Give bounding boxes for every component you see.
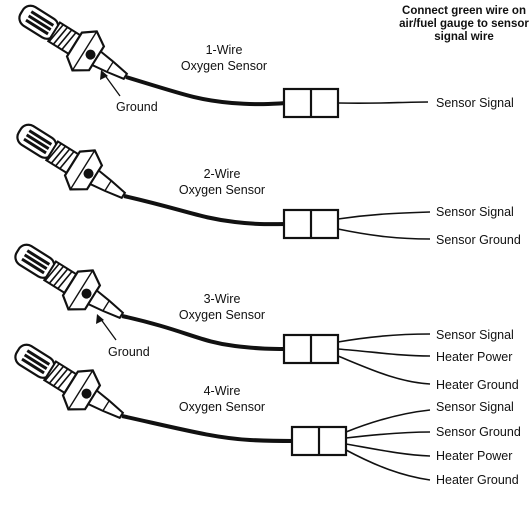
wire-connector-3 xyxy=(282,333,340,365)
wire-connector-1 xyxy=(282,87,340,119)
ground-label-1: Ground xyxy=(116,100,158,114)
sensor-group-3-wire: Sensor Signal Heater Power Heater Ground… xyxy=(4,229,519,392)
wire-4-1 xyxy=(345,409,431,433)
wire-connector-2 xyxy=(282,208,340,240)
wire-label-4-2: Sensor Ground xyxy=(436,425,521,439)
wire-label-4-4: Heater Ground xyxy=(436,473,519,487)
wire-connector-4 xyxy=(290,425,348,457)
sensor-title-3a: 3-Wire xyxy=(204,292,241,306)
sensor-group-4-wire: Sensor Signal Sensor Ground Heater Power… xyxy=(4,329,521,487)
note-line-2: air/fuel gauge to sensor xyxy=(399,18,529,30)
wire-label-2-2: Sensor Ground xyxy=(436,233,521,247)
wire-4-2 xyxy=(345,431,431,439)
wire-label-3-2: Heater Power xyxy=(436,350,512,364)
sensor-group-2-wire: Sensor Signal Sensor Ground 2-Wire Oxyge… xyxy=(6,109,521,247)
sensor-cable-2 xyxy=(123,194,287,227)
ground-arrow-3 xyxy=(99,317,117,341)
ground-arrowhead-1 xyxy=(100,70,108,80)
oxygen-sensor-1 xyxy=(8,0,140,98)
ground-arrow-1 xyxy=(103,73,121,97)
wire-2-2 xyxy=(337,228,431,240)
wire-3-2 xyxy=(337,348,431,357)
wire-label-4-3: Heater Power xyxy=(436,449,512,463)
wire-3-1 xyxy=(337,333,431,343)
sensor-cable-1 xyxy=(125,75,287,107)
wire-label-3-1: Sensor Signal xyxy=(436,328,514,342)
wire-label-4-1: Sensor Signal xyxy=(436,400,514,414)
wire-3-3 xyxy=(337,355,431,385)
wire-label-2-1: Sensor Signal xyxy=(436,205,514,219)
sensor-title-4a: 4-Wire xyxy=(204,384,241,398)
wire-label-1-1: Sensor Signal xyxy=(436,96,514,110)
wire-2-1 xyxy=(337,211,431,220)
wire-label-3-3: Heater Ground xyxy=(436,378,519,392)
sensor-title-1a: 1-Wire xyxy=(206,43,243,57)
note-line-1: Connect green wire on xyxy=(402,5,526,17)
wire-4-4 xyxy=(345,449,431,481)
oxygen-sensor-2 xyxy=(6,109,138,217)
sensor-cable-3 xyxy=(121,314,287,351)
sensor-group-1-wire: Sensor Signal 1-Wire Oxygen Sensor Groun… xyxy=(8,0,514,119)
wire-1-1 xyxy=(337,101,429,105)
ground-label-3: Ground xyxy=(108,345,150,359)
ground-arrowhead-3 xyxy=(96,314,104,324)
wire-4-3 xyxy=(345,443,431,457)
note-line-3: signal wire xyxy=(434,31,493,43)
sensor-title-3b: Oxygen Sensor xyxy=(179,308,265,322)
sensor-title-2a: 2-Wire xyxy=(204,167,241,181)
sensor-title-4b: Oxygen Sensor xyxy=(179,400,265,414)
oxygen-sensor-3 xyxy=(4,229,136,337)
sensor-title-1b: Oxygen Sensor xyxy=(181,59,267,73)
sensor-cable-4 xyxy=(121,414,295,443)
sensor-title-2b: Oxygen Sensor xyxy=(179,183,265,197)
